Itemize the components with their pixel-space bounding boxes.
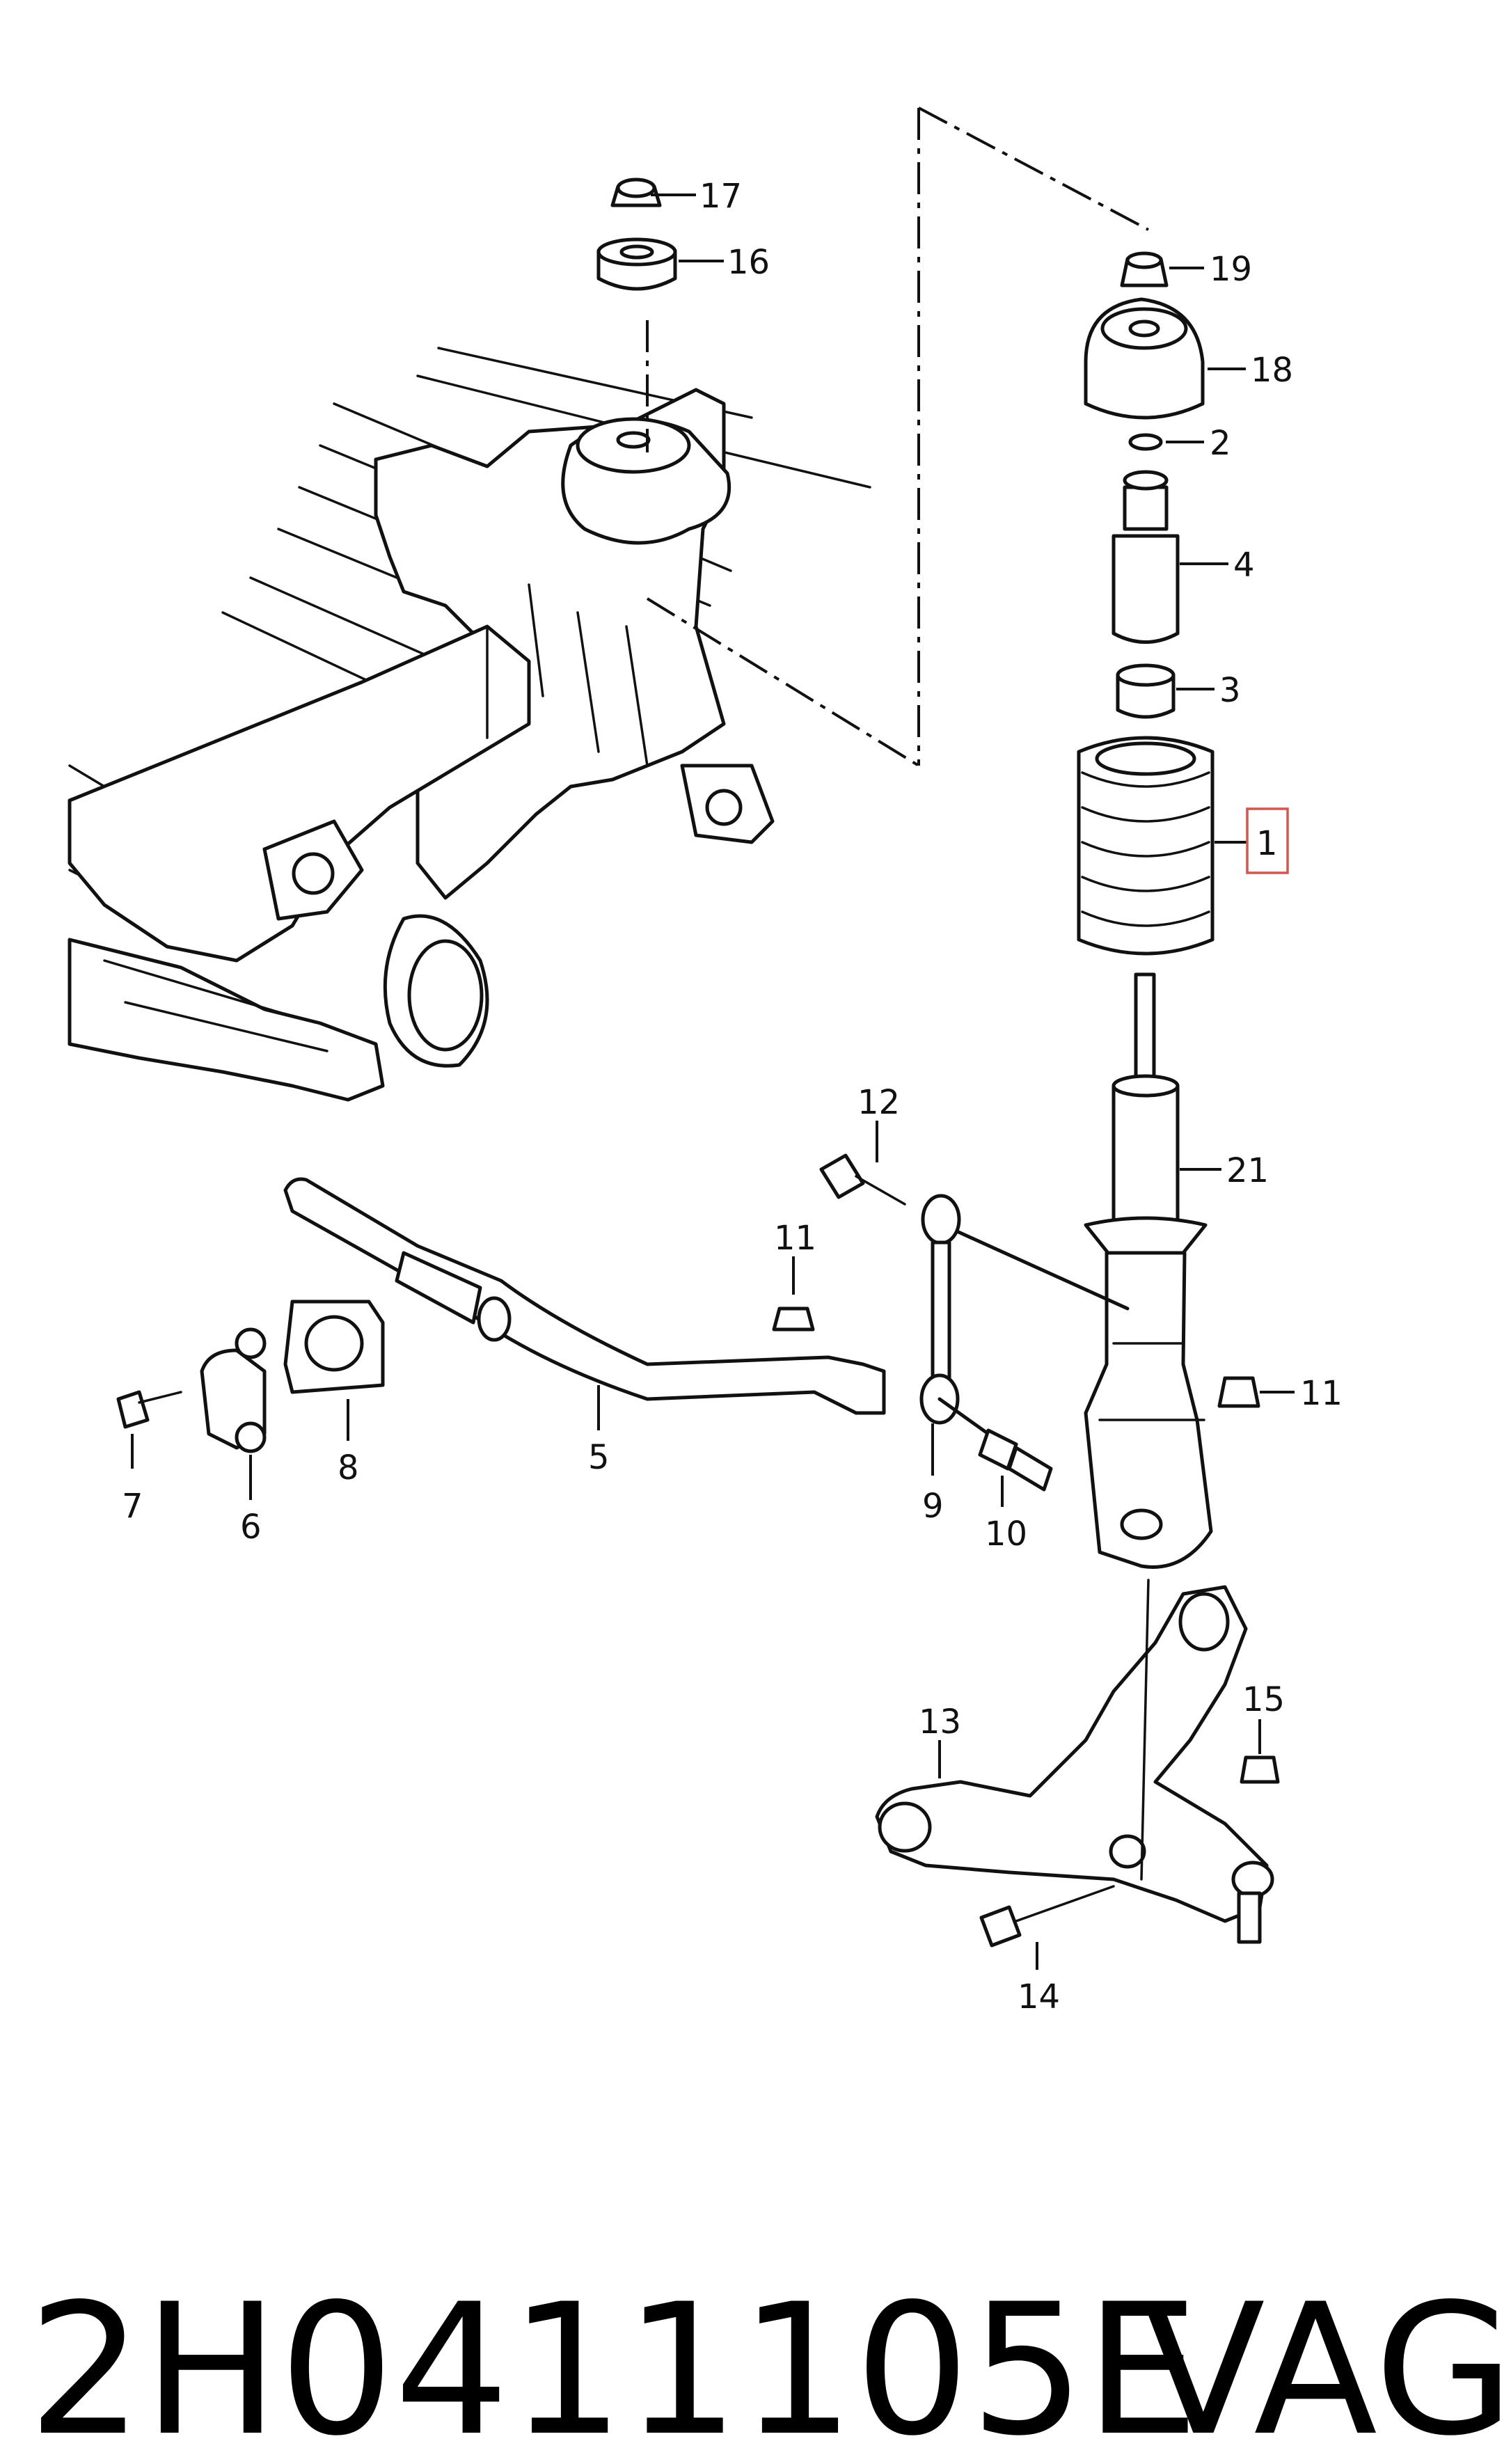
nut-17 [610,177,662,207]
stabilizer-link-9 [919,1194,1130,1436]
stabilizer-bar-5 [283,1177,886,1415]
label-4: 4 [1233,546,1255,585]
shock-absorber-21 [1084,972,1213,1569]
label-21: 21 [1226,1151,1269,1190]
label-12: 12 [857,1083,900,1122]
washer-2 [1128,433,1163,451]
label-3: 3 [1219,671,1241,710]
label-11-left: 11 [774,1219,816,1258]
strut-top-mount-18 [1084,297,1205,420]
label-5: 5 [588,1438,610,1477]
bolt-10 [978,1428,1053,1492]
subframe-structure [68,347,871,1102]
label-8: 8 [338,1448,359,1487]
label-11-right: 11 [1300,1374,1343,1413]
nut-19 [1120,251,1169,287]
coil-spring-1 [1077,736,1215,956]
top-mount-washer-16 [596,237,677,291]
nut-11-left [772,1306,815,1332]
control-arm-13 [875,1579,1274,1944]
brand-name: VAG [1141,2266,1511,2464]
highlight-box [1246,807,1289,874]
label-2: 2 [1210,424,1231,463]
clamp-6 [200,1327,267,1453]
nut-11-right [1217,1376,1260,1408]
callout-labels: 17 16 19 18 2 4 3 1 21 11 12 11 5 8 6 7 … [122,177,1343,2016]
label-15: 15 [1242,1680,1285,1719]
label-10: 10 [985,1515,1027,1554]
assembly-dash-line [646,106,1149,767]
label-16: 16 [727,243,770,282]
bushing-8 [283,1300,385,1394]
bolt-14 [979,1885,1115,1948]
label-19: 19 [1210,250,1252,289]
nut-15 [1240,1755,1280,1784]
label-6: 6 [240,1508,262,1547]
part-number: 2H0411105E [28,2266,1199,2464]
bolt-7 [116,1390,182,1429]
bolt-12 [819,1153,906,1206]
label-18: 18 [1251,351,1293,390]
label-7: 7 [122,1487,143,1526]
label-9: 9 [922,1487,944,1526]
bump-stop-4 [1112,470,1180,644]
label-13: 13 [919,1703,961,1742]
label-1: 1 [1256,824,1278,863]
spacer-3 [1116,663,1176,719]
label-14: 14 [1018,1977,1060,2016]
leader-lines [131,194,1295,1970]
label-17: 17 [699,177,742,216]
